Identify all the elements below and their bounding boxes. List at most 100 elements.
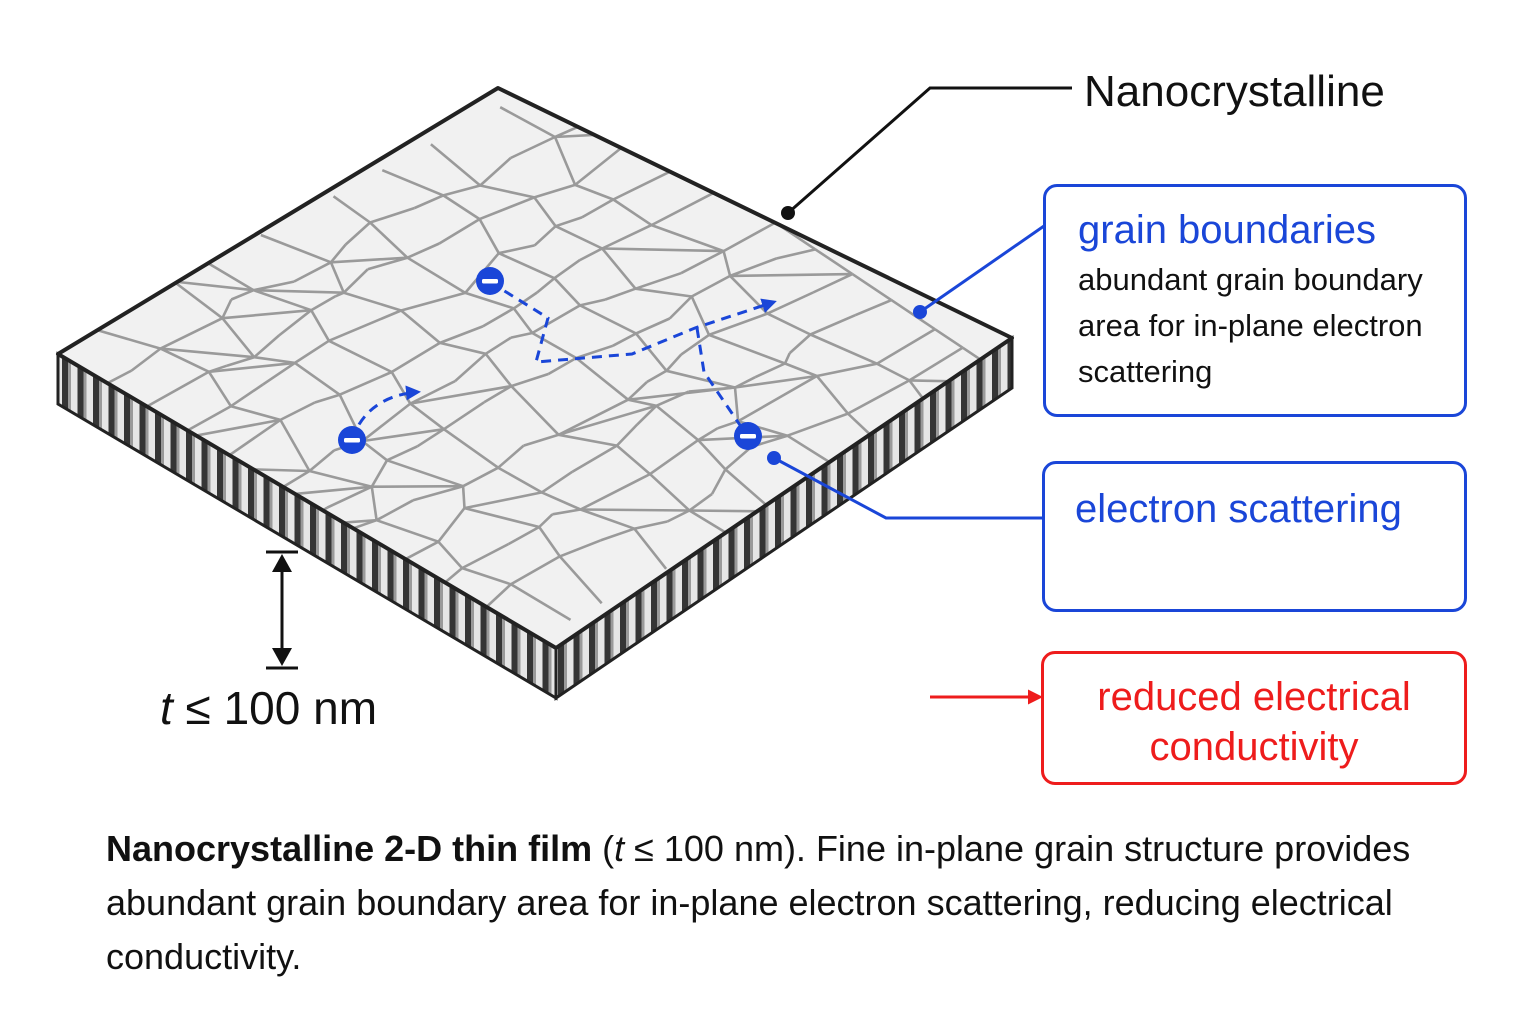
electron-path-right (695, 327, 748, 435)
grain-boundary (737, 374, 818, 423)
film-top-surface (58, 88, 1012, 648)
grain-boundary (636, 404, 658, 426)
grain-boundary (230, 383, 264, 408)
grain-boundary (510, 331, 533, 339)
grain-boundary (221, 317, 256, 359)
grain-boundary (498, 252, 555, 280)
grain-boundary (635, 317, 671, 335)
grain-boundary (483, 384, 512, 404)
grain-boundary (809, 314, 856, 336)
grain-boundary (538, 526, 561, 558)
grain-boundary (627, 380, 648, 401)
grain-boundary (555, 225, 603, 250)
grain-boundary (343, 291, 402, 312)
grain-boundary (207, 371, 232, 407)
grain-boundary (733, 387, 740, 422)
grain-boundary (717, 420, 739, 430)
grain-boundary (680, 249, 725, 275)
grain-boundary (876, 328, 936, 365)
grain-boundaries-leader-dot (913, 305, 927, 319)
grain-boundary (376, 518, 439, 543)
grain-boundary (633, 527, 668, 570)
grain-boundary (230, 404, 281, 422)
grain-boundary (381, 168, 444, 197)
grain-boundary (293, 261, 332, 283)
grain-boundary (666, 509, 690, 523)
grain-boundary (816, 362, 878, 378)
grain-boundary (558, 433, 618, 447)
grain-boundary (464, 491, 543, 510)
grain-boundary (507, 525, 540, 546)
grain-boundary (634, 520, 668, 530)
grain-boundary (601, 223, 653, 250)
grain-boundary (649, 473, 691, 512)
grain-boundary (722, 221, 776, 253)
grain-boundary (260, 233, 332, 264)
grain-boundary (668, 295, 693, 320)
grain-boundary (635, 271, 682, 290)
grain-boundary (579, 304, 637, 335)
grain-boundary (130, 347, 162, 372)
grain-boundary (462, 466, 499, 488)
grain-boundary (278, 309, 313, 337)
grain-boundary (386, 445, 418, 462)
grain-boundary (784, 362, 818, 378)
grain-boundary (724, 445, 753, 471)
grain-boundary (523, 433, 559, 447)
grain-boundary (575, 356, 629, 401)
grain-boundary (479, 184, 535, 199)
grain-boundary (851, 273, 893, 302)
grain-boundary (558, 404, 657, 437)
grain-boundary (400, 291, 466, 312)
grain-boundary (666, 369, 736, 389)
grain-boundary (680, 333, 710, 356)
grain-boundary (221, 298, 233, 319)
grain-boundary (329, 243, 347, 264)
grain-boundary (410, 384, 512, 405)
grain-boundary (655, 390, 690, 407)
grain-boundary (708, 333, 786, 365)
grain-boundary (454, 352, 487, 383)
grain-boundary (691, 274, 731, 298)
grain-boundary (329, 261, 345, 294)
grain-boundary (222, 308, 312, 320)
grain-boundary (604, 287, 636, 301)
caption-paren-open: ( (592, 828, 615, 869)
grain-boundary (510, 385, 560, 436)
grain-boundary (253, 288, 344, 294)
grain-boundary (279, 419, 311, 472)
electron-scattering-leader (773, 456, 1042, 520)
grain-boundaries-callout: grain boundaries abundant grain boundary… (1043, 184, 1467, 417)
grain-boundary (708, 312, 768, 337)
grain-boundary (253, 280, 295, 292)
thickness-dimension (266, 550, 298, 670)
grain-boundary (370, 486, 378, 521)
grain-boundary (547, 356, 577, 376)
grain-boundary (575, 344, 614, 360)
grain-boundary (533, 196, 557, 227)
grain-boundary (334, 291, 345, 298)
grain-boundary (414, 194, 444, 210)
grain-boundary (579, 298, 606, 307)
grain-boundary (497, 444, 525, 469)
grain-boundary (533, 183, 576, 199)
grain-boundary (443, 401, 485, 431)
electron-scattering-title: electron scattering (1075, 487, 1402, 531)
grain-boundary (854, 298, 892, 317)
nanocrystalline-leader (787, 86, 1072, 215)
grain-boundary (814, 248, 854, 276)
grain-boundary (499, 106, 556, 139)
grain-boundary (279, 401, 316, 422)
grain-boundary (439, 325, 484, 345)
grain-boundary (612, 332, 637, 347)
grain-boundary (464, 506, 540, 529)
grain-boundary (332, 195, 371, 224)
thickness-label: t ≤ 100 nm (160, 682, 377, 734)
grain-boundary (579, 472, 651, 511)
grain-boundary (510, 135, 556, 160)
grain-boundary (361, 440, 388, 462)
grain-boundary (253, 288, 312, 312)
grain-boundary (309, 469, 373, 488)
grain-boundary (253, 334, 280, 359)
